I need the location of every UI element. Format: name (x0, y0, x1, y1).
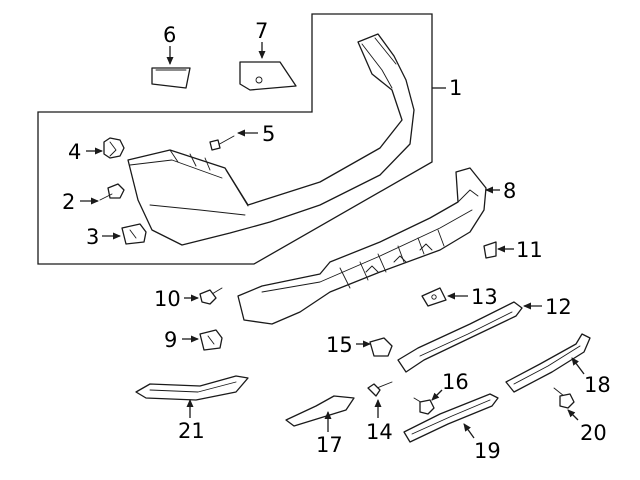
clip-part-3 (121, 223, 147, 245)
reflector-trim-part-21 (135, 375, 249, 401)
bolt-part-5 (209, 135, 235, 151)
callout-7: 7 (255, 19, 268, 43)
reinforcement-beam-part-8 (237, 167, 487, 325)
pad-part-6 (151, 67, 191, 89)
callout-12: 12 (545, 295, 572, 319)
callout-1: 1 (449, 76, 462, 100)
callout-6: 6 (163, 23, 176, 47)
callout-19: 19 (474, 439, 501, 463)
screw-part-2 (99, 183, 125, 201)
leader-20 (567, 409, 579, 421)
leader-18 (571, 357, 585, 375)
callout-16: 16 (442, 370, 469, 394)
callout-10: 10 (154, 287, 181, 311)
callout-2: 2 (62, 190, 75, 214)
bolt-part-10 (199, 287, 223, 305)
nut-plate-part-13 (421, 287, 447, 307)
callout-14: 14 (366, 420, 393, 444)
bracket-plate-part-7 (239, 61, 297, 91)
clip-part-9 (199, 329, 223, 351)
clip-part-15 (369, 337, 393, 357)
small-trim-part-17 (285, 395, 355, 427)
callout-3: 3 (86, 225, 99, 249)
callout-8: 8 (503, 179, 516, 203)
bumper-cover (127, 33, 415, 246)
callout-13: 13 (471, 285, 498, 309)
clip-part-11 (483, 241, 497, 259)
callout-17: 17 (316, 433, 343, 457)
callout-15: 15 (326, 333, 353, 357)
callout-18: 18 (584, 373, 611, 397)
bolt-part-16 (413, 397, 435, 415)
callout-5: 5 (262, 122, 275, 146)
callout-4: 4 (68, 140, 81, 164)
callout-20: 20 (580, 421, 607, 445)
long-strip-part-19 (403, 393, 499, 443)
leader-19 (463, 423, 475, 439)
leader-lines (80, 42, 585, 439)
callout-9: 9 (164, 328, 177, 352)
push-clip-part-4 (103, 137, 125, 159)
callout-labels: 1 2 3 4 5 6 7 8 9 10 11 12 13 14 15 16 1… (62, 19, 611, 463)
lower-trim-part-12 (397, 301, 523, 373)
callout-21: 21 (178, 419, 205, 443)
bolt-part-20 (553, 387, 575, 409)
side-trim-part-18 (505, 333, 591, 393)
callout-11: 11 (516, 238, 543, 262)
pin-part-14 (367, 381, 393, 397)
leader-16 (431, 389, 443, 401)
